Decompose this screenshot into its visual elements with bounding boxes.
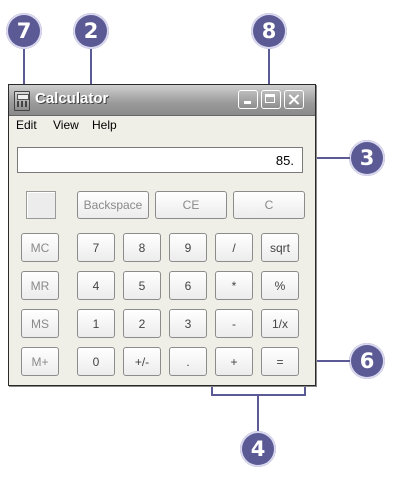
menu-view[interactable]: View: [53, 118, 79, 132]
digit-9-button[interactable]: 9: [169, 233, 207, 262]
digit-0-button[interactable]: 0: [77, 347, 115, 376]
equals-button[interactable]: =: [261, 347, 299, 376]
digit-5-button[interactable]: 5: [123, 271, 161, 300]
callout-4-line: [257, 395, 259, 431]
calculator-app-icon: [14, 91, 30, 111]
digit-4-button[interactable]: 4: [77, 271, 115, 300]
digit-8-button[interactable]: 8: [123, 233, 161, 262]
callout-4-bracket-left: [211, 384, 213, 396]
decimal-point-button[interactable]: .: [169, 347, 207, 376]
callout-8: 8: [251, 13, 287, 49]
memory-indicator: [26, 191, 56, 219]
minimize-button[interactable]: [238, 90, 258, 109]
digit-7-button[interactable]: 7: [77, 233, 115, 262]
callout-7: 7: [6, 13, 42, 49]
multiply-button[interactable]: *: [215, 271, 253, 300]
add-button[interactable]: +: [215, 347, 253, 376]
digit-2-button[interactable]: 2: [123, 309, 161, 338]
memory-store-button[interactable]: MS: [21, 309, 59, 338]
digit-1-button[interactable]: 1: [77, 309, 115, 338]
reciprocal-button[interactable]: 1/x: [261, 309, 299, 338]
callout-6-line: [302, 360, 350, 362]
result-display[interactable]: 85.: [17, 147, 303, 173]
menu-help[interactable]: Help: [92, 118, 117, 132]
title-bar[interactable]: Calculator: [9, 85, 315, 116]
calculator-window: Calculator Edit View Help 85. Backspace …: [8, 84, 316, 386]
digit-3-button[interactable]: 3: [169, 309, 207, 338]
close-button[interactable]: [284, 90, 304, 109]
sqrt-button[interactable]: sqrt: [261, 233, 299, 262]
percent-button[interactable]: %: [261, 271, 299, 300]
menu-edit[interactable]: Edit: [16, 118, 37, 132]
memory-add-button[interactable]: M+: [21, 347, 59, 376]
sign-toggle-button[interactable]: +/-: [123, 347, 161, 376]
subtract-button[interactable]: -: [215, 309, 253, 338]
clear-button[interactable]: C: [233, 191, 305, 219]
backspace-button[interactable]: Backspace: [77, 191, 149, 219]
window-title: Calculator: [35, 90, 109, 107]
callout-2: 2: [73, 13, 109, 49]
clear-entry-button[interactable]: CE: [155, 191, 227, 219]
menu-bar: Edit View Help: [9, 116, 315, 134]
maximize-button[interactable]: [261, 90, 281, 109]
callout-8-line: [268, 49, 270, 91]
callout-3-line: [302, 157, 350, 159]
callout-4: 4: [240, 431, 276, 467]
callout-3: 3: [349, 140, 385, 176]
callout-6: 6: [349, 343, 385, 379]
callout-4-bracket-right: [304, 384, 306, 396]
memory-clear-button[interactable]: MC: [21, 233, 59, 262]
divide-button[interactable]: /: [215, 233, 253, 262]
digit-6-button[interactable]: 6: [169, 271, 207, 300]
memory-recall-button[interactable]: MR: [21, 271, 59, 300]
